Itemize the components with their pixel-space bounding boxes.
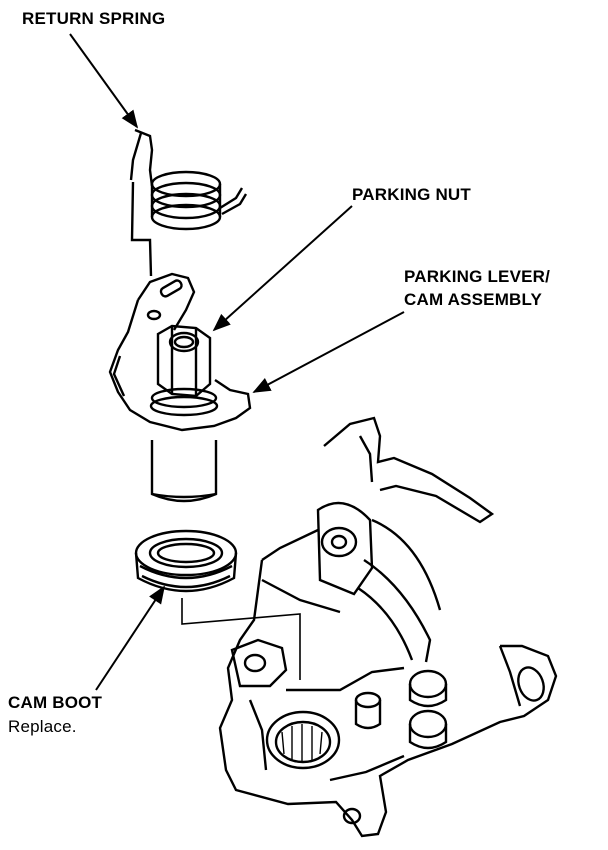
cam-boot-label: CAM BOOT xyxy=(8,693,103,712)
parking-lever-label-line2: CAM ASSEMBLY xyxy=(404,290,543,309)
parking-lever-label-line1: PARKING LEVER/ xyxy=(404,267,551,286)
return-spring-label: RETURN SPRING xyxy=(22,9,166,28)
leader-lines xyxy=(69,33,405,691)
return-spring-leader xyxy=(69,33,139,129)
parking-nut-label: PARKING NUT xyxy=(352,185,471,204)
cam-boot-note: Replace. xyxy=(8,717,77,736)
parking-lever-cam-assembly xyxy=(108,272,252,503)
return-spring xyxy=(129,128,248,277)
cam-boot xyxy=(134,529,301,680)
parking-lever-leader xyxy=(252,311,405,393)
cam-boot-leader xyxy=(95,585,165,691)
transmission-housing xyxy=(218,416,558,838)
parking-nut-leader xyxy=(212,205,353,332)
